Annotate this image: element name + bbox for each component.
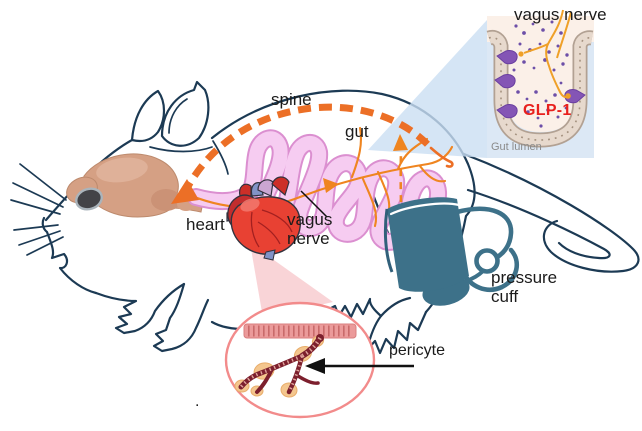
pressure-cuff-label-line2: cuff — [491, 287, 519, 306]
brain-illustration — [66, 153, 204, 218]
inset-vagus-nerve-title: vagus nerve — [514, 5, 607, 24]
vagus-label-pointer — [300, 190, 328, 218]
stray-period: . — [195, 393, 200, 410]
heart-label: heart — [186, 215, 225, 234]
cuff-body — [387, 197, 469, 292]
callout-wedge-gut-inset — [368, 20, 487, 158]
eye — [75, 187, 103, 211]
vagus-nerve-body-label-line2: nerve — [287, 229, 330, 248]
pericyte-arrow — [305, 358, 414, 374]
pressure-cuff-label: pressure cuff — [491, 268, 557, 306]
spine-pathway — [171, 103, 454, 204]
pericyte-label: pericyte — [389, 342, 446, 359]
right-ear — [160, 80, 210, 147]
pressure-cuff-illustration — [383, 197, 520, 306]
glp1-label: GLP-1 — [523, 102, 572, 119]
gut-lumen-label: Gut lumen — [491, 141, 542, 153]
spine-label: spine — [271, 90, 312, 109]
pericyte-inset — [224, 301, 414, 419]
heart-illustration — [226, 176, 301, 261]
vagus-nerve-body-label-line1: vagus — [287, 210, 333, 229]
glp1-molecules — [512, 20, 569, 128]
inset-nerve-fiber — [523, 9, 572, 99]
pressure-cuff-label-line1: pressure — [491, 268, 558, 287]
left-ear — [130, 89, 166, 143]
whiskers — [10, 163, 67, 256]
gut-label: gut — [345, 122, 369, 141]
gut-wall-inset — [486, 9, 594, 158]
vagus-nerve-body-label: vagus nerve — [287, 210, 332, 248]
rat-outline — [10, 80, 640, 355]
callout-wedge-pericyte — [250, 243, 333, 318]
